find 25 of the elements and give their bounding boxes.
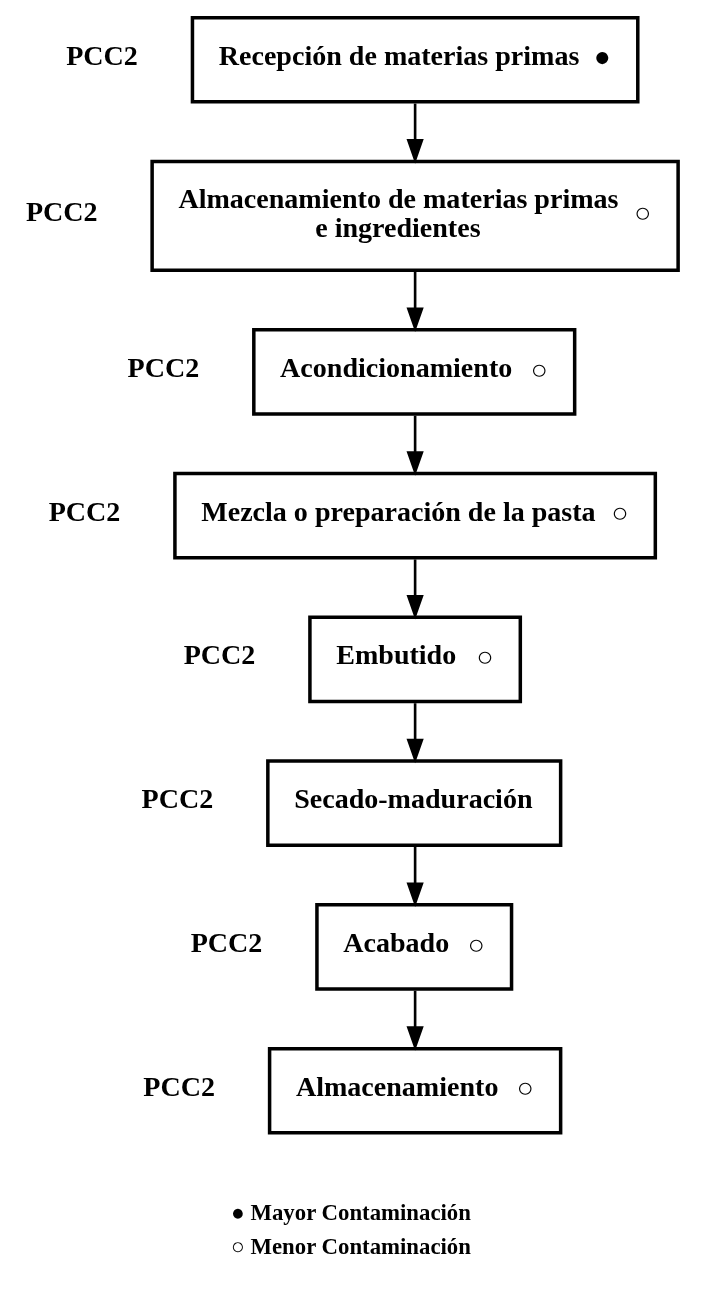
- node-label: PCC2: [48, 495, 120, 527]
- legend-label: ● Mayor Contaminación: [230, 1200, 471, 1226]
- node-label: PCC2: [65, 39, 138, 71]
- node-box: Almacenamiento ○: [267, 1046, 562, 1135]
- node-label: PCC2: [25, 195, 98, 227]
- node-label: PCC2: [190, 926, 262, 958]
- node-label: PCC2: [141, 783, 213, 815]
- arrow: [406, 103, 424, 164]
- arrow: [406, 990, 424, 1051]
- node-label: PCC2: [183, 639, 255, 671]
- arrow: [406, 559, 424, 620]
- arrow: [406, 271, 424, 332]
- node-label: PCC2: [142, 1070, 215, 1102]
- node-box: Embutido ○: [307, 615, 522, 704]
- node-box: Acondicionamiento ○: [251, 328, 576, 416]
- node-box: Recepción de materias primas ●: [190, 15, 640, 104]
- node-label: PCC2: [127, 351, 199, 383]
- node-box: Secado-maduración: [265, 759, 562, 847]
- node-box: Almacenamiento de materias primas e ingredientes ○: [149, 159, 680, 272]
- arrow: [406, 703, 424, 764]
- arrow: [406, 415, 424, 476]
- node-box: Mezcla o preparación de la pasta ○: [172, 471, 657, 560]
- legend-label: ○ Menor Contaminación: [230, 1233, 471, 1259]
- arrow: [406, 847, 424, 908]
- node-box: Acabado ○: [314, 903, 513, 991]
